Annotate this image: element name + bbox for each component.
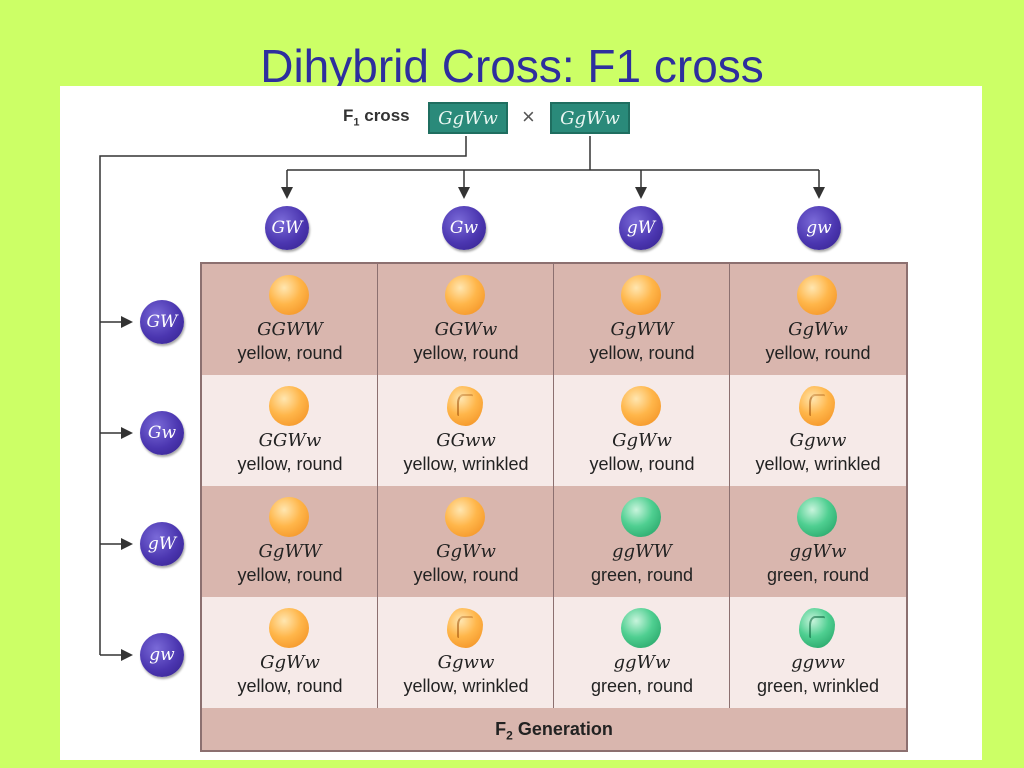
grid-cell: GgWW yellow, round (202, 486, 378, 597)
genotype-label: GGWw (434, 319, 498, 340)
phenotype-label: green, round (590, 676, 694, 696)
top-gamete-Gw: Gw (442, 206, 486, 250)
pea-icon (797, 275, 837, 315)
pea-icon (799, 608, 835, 648)
phenotype-label: yellow, round (765, 343, 871, 363)
pea-icon (447, 608, 483, 648)
phenotype-label: yellow, round (237, 343, 343, 363)
grid-row: GgWW yellow, round GgWw yellow, round ggWW gr… (202, 486, 906, 597)
pea-icon (269, 497, 309, 537)
pea-icon (621, 386, 661, 426)
phenotype-label: yellow, wrinkled (403, 676, 529, 696)
genotype-label: GgWW (610, 319, 674, 340)
phenotype-label: yellow, round (413, 343, 519, 363)
f1-cross-label: F1 cross (343, 106, 410, 129)
pea-icon (269, 275, 309, 315)
grid-row: GgWw yellow, round Ggww yellow, wrinkled ggW… (202, 597, 906, 708)
genotype-label: GGWW (257, 319, 323, 340)
left-gamete-Gw: Gw (140, 411, 184, 455)
genotype-label: Ggww (437, 652, 495, 673)
genotype-label: GgWw (788, 319, 848, 340)
grid-cell: GGWW yellow, round (202, 264, 378, 375)
grid-cell: Ggww yellow, wrinkled (378, 597, 554, 708)
grid-cell: GgWw yellow, round (202, 597, 378, 708)
grid-cell: Ggww yellow, wrinkled (730, 375, 906, 486)
connector-lines (99, 136, 825, 661)
genotype-label: ggww (791, 652, 845, 673)
phenotype-label: yellow, round (237, 565, 343, 585)
parent2-genotype-box: GgWw (550, 102, 630, 134)
parent1-connector (99, 136, 467, 655)
top-gamete-gw: gw (797, 206, 841, 250)
phenotype-label: yellow, round (237, 454, 343, 474)
grid-cell: GgWw yellow, round (378, 486, 554, 597)
punnett-square-figure: F1 cross GgWw × GgWw GW Gw gW gw GW Gw (60, 86, 982, 760)
genotype-label: GgWw (436, 541, 496, 562)
pea-icon (621, 608, 661, 648)
phenotype-label: yellow, round (589, 454, 695, 474)
phenotype-label: yellow, round (589, 343, 695, 363)
phenotype-label: yellow, wrinkled (403, 454, 529, 474)
grid-cell: GGww yellow, wrinkled (378, 375, 554, 486)
grid-cell: GgWW yellow, round (554, 264, 730, 375)
top-gamete-gW: gW (619, 206, 663, 250)
pea-icon (269, 608, 309, 648)
genotype-label: GGww (436, 430, 496, 451)
grid-cell: GgWw yellow, round (730, 264, 906, 375)
left-gamete-gw: gw (140, 633, 184, 677)
genotype-label: GGWw (258, 430, 322, 451)
pea-icon (445, 275, 485, 315)
slide-title: Dihybrid Cross: F1 cross (260, 40, 764, 92)
genotype-label: Ggww (789, 430, 847, 451)
grid-cell: ggWw green, round (730, 486, 906, 597)
genotype-label: ggWw (613, 652, 671, 673)
pea-icon (445, 497, 485, 537)
pea-icon (621, 497, 661, 537)
phenotype-label: green, round (590, 565, 694, 585)
grid-cell: ggWw green, round (554, 597, 730, 708)
genotype-label: GgWW (258, 541, 322, 562)
grid-cell: GGWw yellow, round (378, 264, 554, 375)
phenotype-label: yellow, wrinkled (755, 454, 881, 474)
left-gamete-GW: GW (140, 300, 184, 344)
phenotype-label: yellow, round (413, 565, 519, 585)
pea-icon (797, 497, 837, 537)
parent1-genotype-box: GgWw (428, 102, 508, 134)
grid-cell: ggWW green, round (554, 486, 730, 597)
parent2-connector (287, 136, 819, 171)
genotype-label: GgWw (612, 430, 672, 451)
grid-cell: GgWw yellow, round (554, 375, 730, 486)
genotype-label: GgWw (260, 652, 320, 673)
left-gamete-gW: gW (140, 522, 184, 566)
pea-icon (621, 275, 661, 315)
phenotype-label: yellow, round (237, 676, 343, 696)
grid-cell: GGWw yellow, round (202, 375, 378, 486)
grid-row: GGWw yellow, round GGww yellow, wrinkled GgW… (202, 375, 906, 486)
pea-icon (447, 386, 483, 426)
top-gamete-GW: GW (265, 206, 309, 250)
f2-generation-label: F2 Generation (202, 708, 906, 750)
cross-symbol: × (522, 104, 535, 129)
genotype-label: ggWw (789, 541, 847, 562)
grid-cell: ggww green, wrinkled (730, 597, 906, 708)
grid-row: GGWW yellow, round GGWw yellow, round GgWW ye… (202, 264, 906, 375)
genotype-label: ggWW (611, 541, 673, 562)
pea-icon (799, 386, 835, 426)
phenotype-label: green, wrinkled (756, 676, 880, 696)
phenotype-label: green, round (766, 565, 870, 585)
pea-icon (269, 386, 309, 426)
